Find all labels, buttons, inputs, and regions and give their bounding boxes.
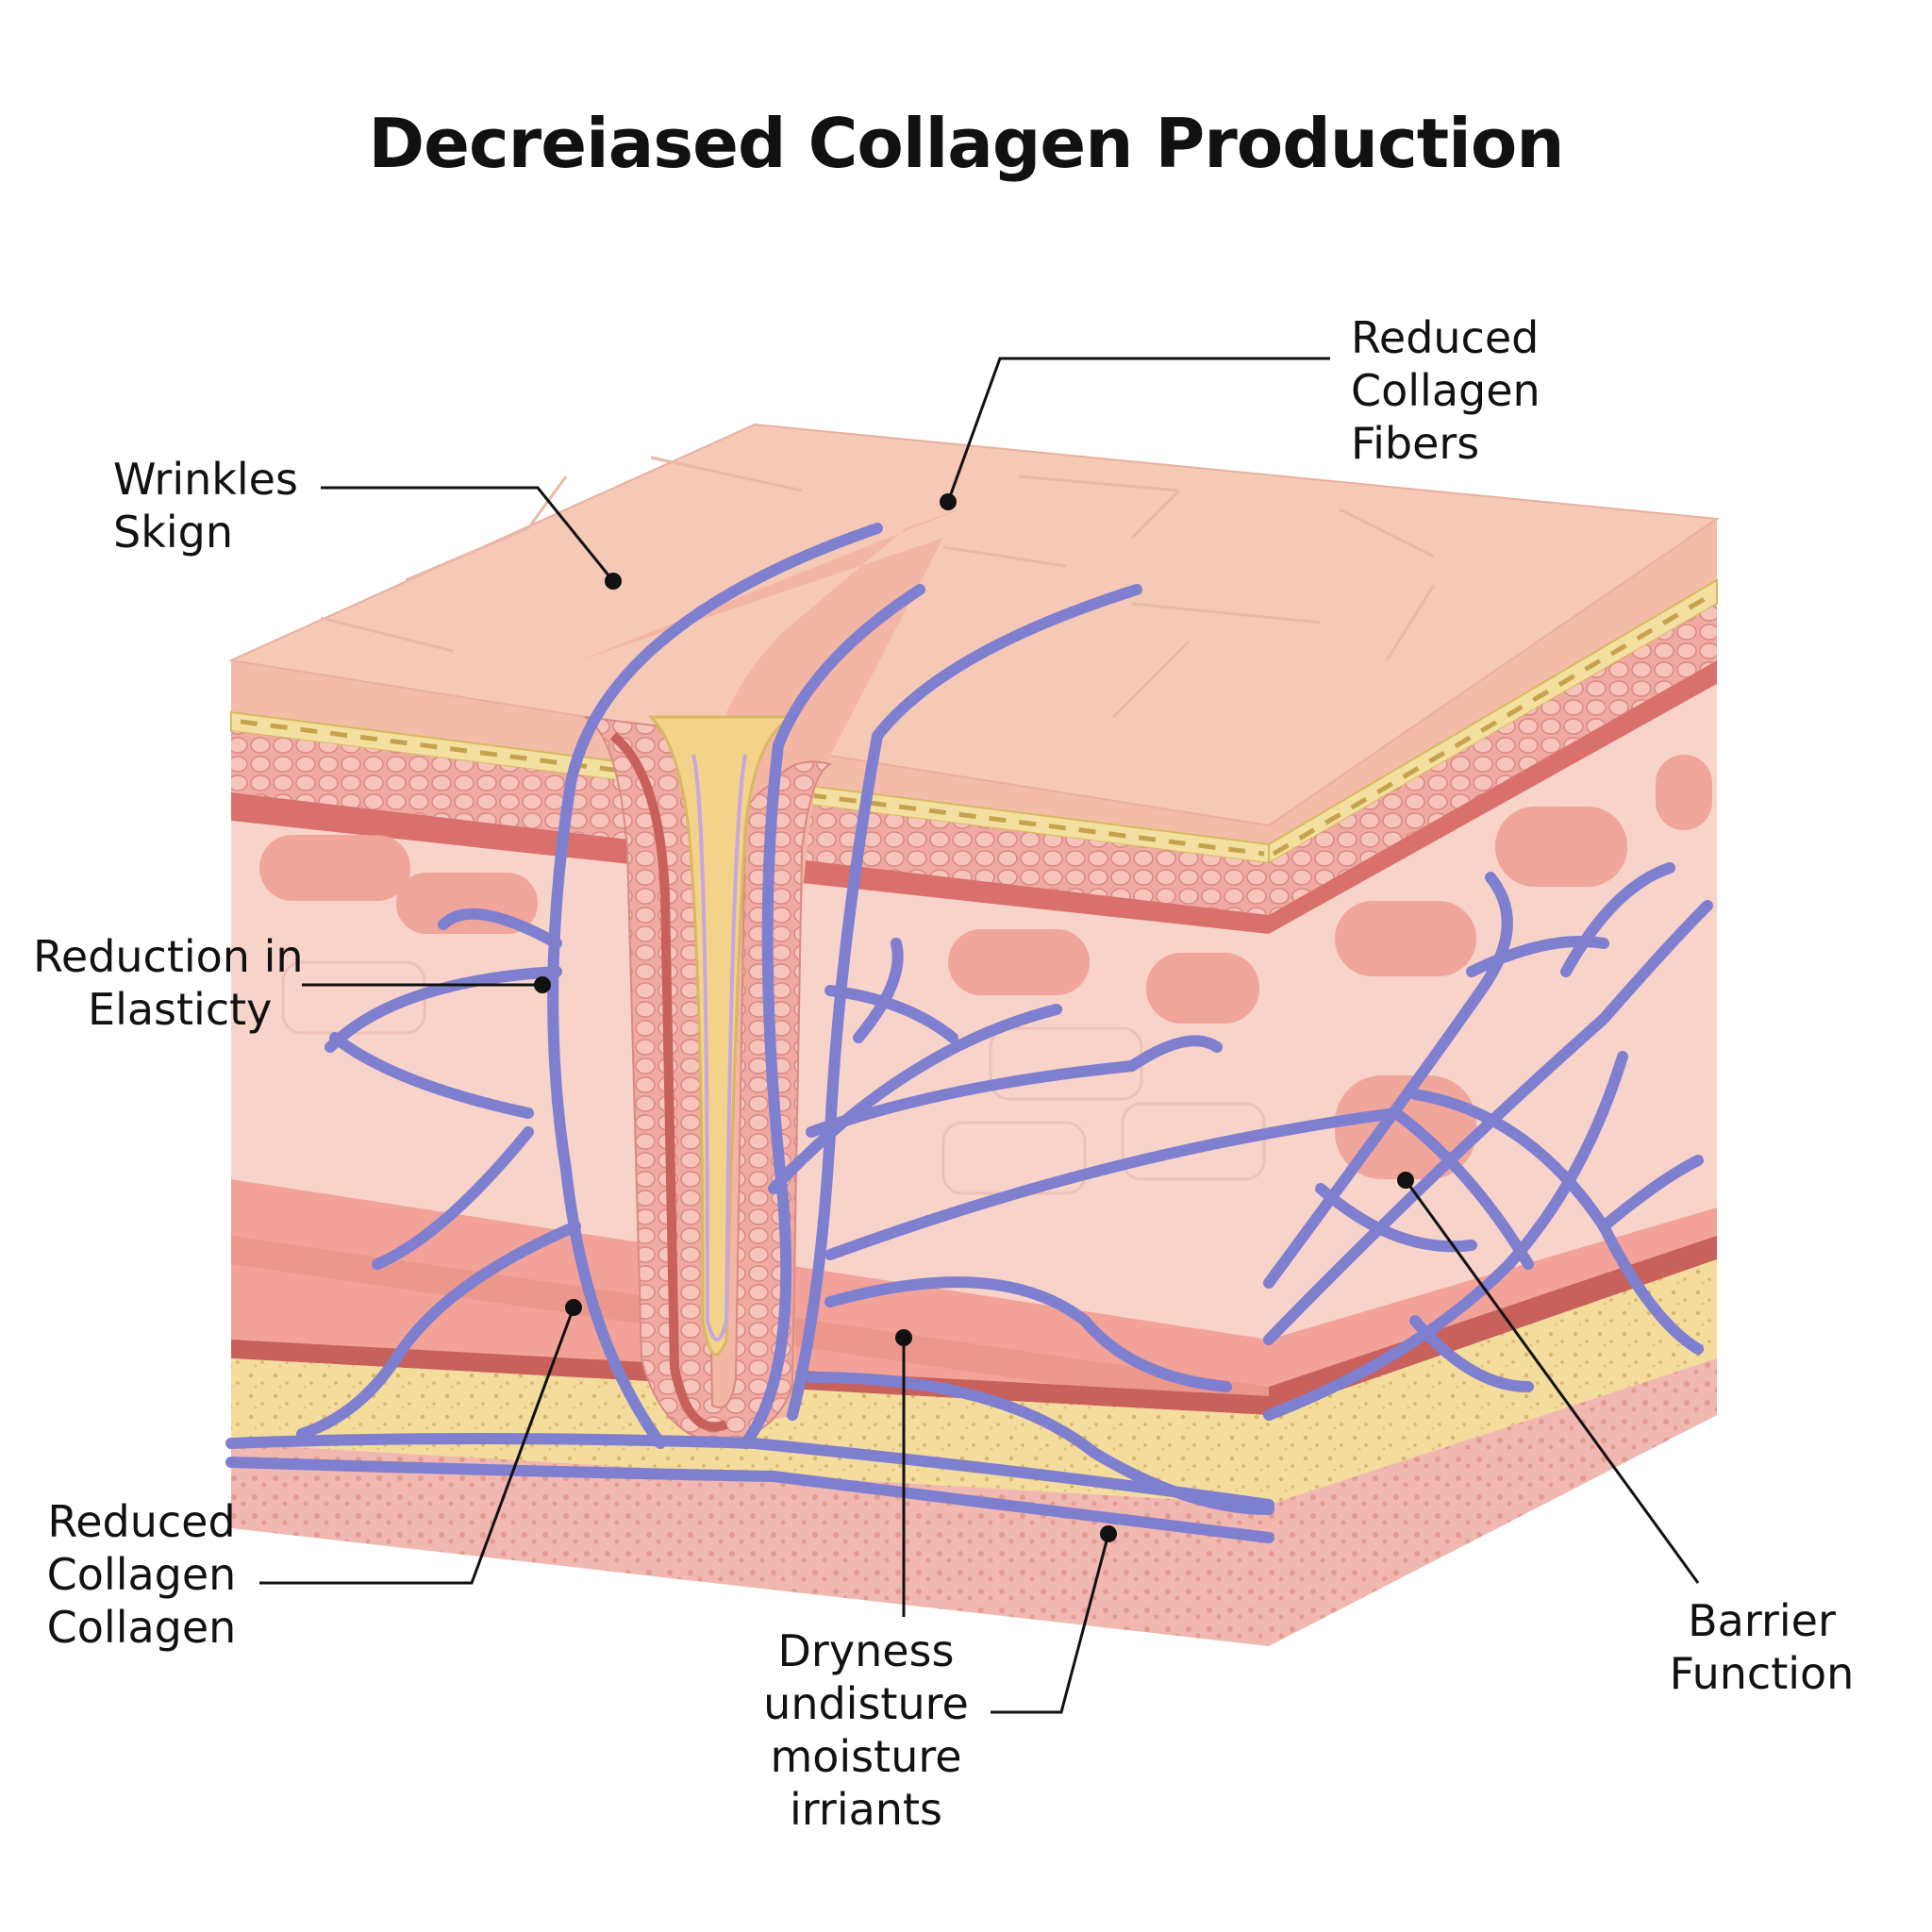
base-layer — [231, 1443, 1269, 1646]
label-barrier-line2: Function — [1669, 1648, 1855, 1699]
label-dryness-line3: moisture — [770, 1731, 962, 1782]
label-wrinkles-line1: Wrinkles — [113, 454, 298, 505]
label-barrier-function: Barrier Function — [1646, 1594, 1877, 1700]
label-wrinkles-line2: Skign — [113, 507, 233, 558]
leader-wrinkles — [321, 486, 615, 582]
label-fibers-line3: Fibers — [1351, 418, 1480, 469]
vessel-network — [225, 523, 1713, 1543]
leader-moisture — [991, 1533, 1110, 1714]
top-face — [227, 423, 1720, 827]
label-dryness-line1: Dryness — [777, 1625, 955, 1676]
diagram-title: Decreiased Collagen Production — [368, 104, 1564, 183]
label-reduced-collagen-left: Reduced Collagen Collagen — [28, 1495, 255, 1654]
leader-dots — [534, 493, 1414, 1542]
label-dryness-line4: irriants — [790, 1784, 942, 1835]
label-dryness: Dryness undisture moisture irriants — [734, 1624, 998, 1836]
skin-surface — [227, 423, 1720, 827]
label-fibers-line2: Collagen — [1351, 365, 1541, 416]
label-dryness-line2: undisture — [763, 1678, 969, 1729]
leader-lines — [259, 357, 1700, 1714]
label-reduced-collagen-fibers: Reduced Collagen Fibers — [1351, 311, 1541, 470]
leader-collagen-left — [259, 1307, 575, 1585]
label-barrier-line1: Barrier — [1688, 1595, 1836, 1646]
label-elasticity-line2: Elasticty — [88, 984, 273, 1035]
label-wrinkles: Wrinkles Skign — [113, 453, 298, 558]
label-reduction-in-elasticity: Reduction in Elasticty — [33, 930, 304, 1036]
label-collagen-left-line1: Reduced — [47, 1496, 236, 1547]
label-fibers-line1: Reduced — [1351, 312, 1540, 363]
label-elasticity-line1: Reduction in — [33, 931, 304, 982]
label-collagen-left-line2: Collagen — [46, 1549, 237, 1600]
label-collagen-left-line3: Collagen — [46, 1602, 237, 1653]
leader-fibers — [946, 357, 1330, 503]
leader-barrier — [1404, 1179, 1700, 1584]
